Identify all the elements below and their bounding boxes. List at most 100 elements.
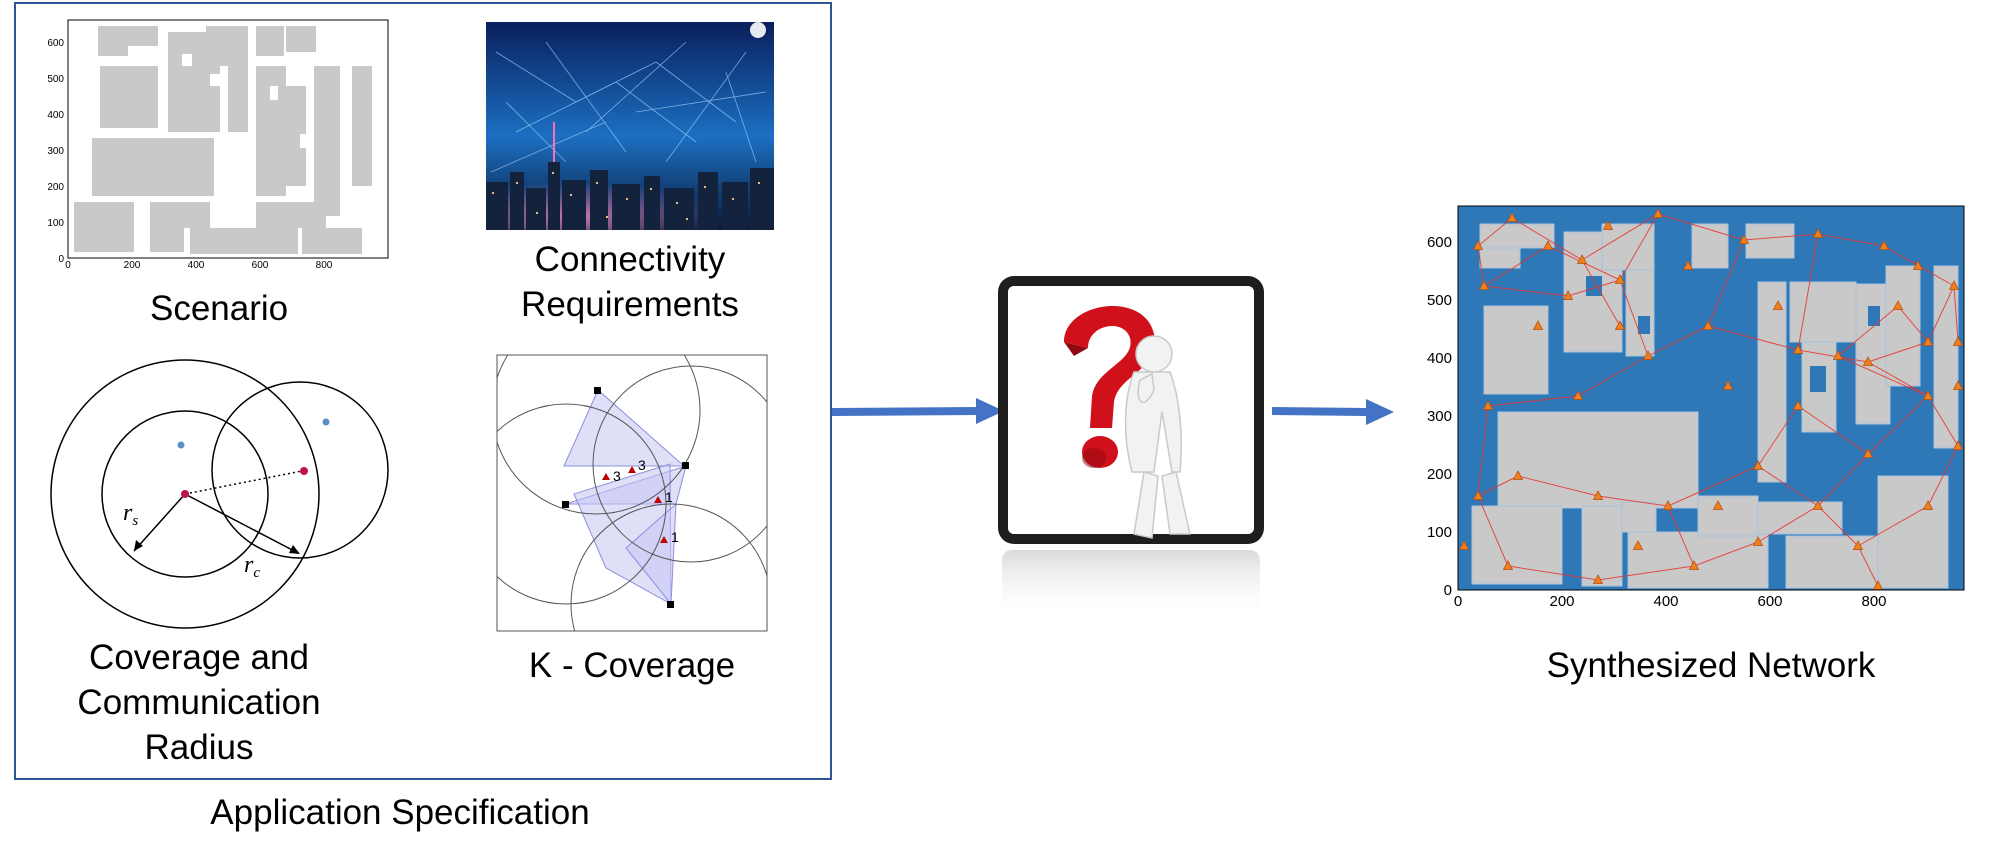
connectivity-caption-line1: Connectivity	[534, 240, 726, 279]
network-node	[1812, 500, 1824, 510]
network-node	[1592, 490, 1604, 500]
coverage-caption: Coverage and Communication Radius	[40, 636, 358, 770]
scenario-xtick-2: 400	[188, 260, 205, 268]
net-xtick-1: 200	[1549, 593, 1574, 606]
network-edges	[1477, 213, 1959, 587]
sensor-blue-dot	[322, 418, 330, 426]
network-node	[1614, 274, 1626, 284]
k-label-3b: 3	[638, 457, 646, 473]
network-node	[1472, 240, 1484, 250]
net-ytick-6: 600	[1427, 234, 1452, 251]
communication-circle	[50, 359, 320, 629]
scenario-ytick-5: 500	[47, 74, 64, 85]
coverage-caption-line1: Coverage and	[89, 638, 309, 677]
rc-label: rc	[244, 552, 260, 581]
net-ytick-1: 100	[1427, 524, 1452, 541]
net-xtick-4: 800	[1861, 593, 1886, 606]
arrow-to-network	[1271, 407, 1368, 416]
coverage-caption-line2: Communication	[77, 682, 321, 722]
net-ytick-3: 300	[1427, 408, 1452, 425]
connectivity-caption: Connectivity Requirements	[486, 238, 774, 328]
network-node	[1542, 240, 1554, 250]
network-node	[1862, 448, 1874, 458]
k-coverage-caption: K - Coverage	[528, 646, 736, 685]
scenario-xtick-0: 0	[65, 260, 71, 268]
flow-arrows	[832, 398, 1394, 425]
arrow-to-synth	[832, 407, 978, 416]
net-ytick-0: 0	[1444, 582, 1452, 599]
network-node	[1502, 560, 1514, 570]
k-coverage-diagram: 3 3 1 1	[496, 354, 768, 632]
network-node	[1792, 400, 1804, 410]
rc-arrow	[184, 493, 299, 554]
synthesized-network-plot: 0 200 400 600 800 0 100 200 300 400 500 …	[1427, 205, 1965, 606]
scenario-xtick-4: 800	[316, 260, 333, 268]
scenario-xtick-3: 600	[252, 260, 269, 268]
net-xtick-2: 400	[1653, 593, 1678, 606]
network-node	[1688, 560, 1700, 570]
network-node	[1722, 380, 1734, 390]
thinking-person-question-icon	[998, 276, 1264, 620]
coverage-caption-line3: Radius	[144, 727, 254, 767]
network-node	[1862, 356, 1874, 366]
sensor-red-dot	[300, 467, 308, 475]
network-node	[1952, 440, 1964, 450]
network-node	[1632, 540, 1644, 550]
network-node	[1472, 490, 1484, 500]
net-ytick-4: 400	[1427, 350, 1452, 367]
net-ytick-2: 200	[1427, 466, 1452, 483]
network-node	[1592, 574, 1604, 584]
network-node	[1948, 280, 1960, 290]
connectivity-caption-line2: Requirements	[521, 284, 739, 324]
network-frame	[1457, 205, 1965, 591]
scenario-ytick-3: 300	[47, 146, 64, 157]
network-node	[1912, 260, 1924, 270]
network-node	[1642, 350, 1654, 360]
network-node	[1478, 280, 1490, 290]
network-node	[1832, 350, 1844, 360]
network-holes	[1586, 276, 1880, 392]
network-node	[1712, 500, 1724, 510]
network-node	[1812, 228, 1824, 238]
network-node	[1702, 320, 1714, 330]
network-node	[1792, 344, 1804, 354]
scenario-ytick-2: 200	[47, 182, 64, 193]
scenario-ytick-1: 100	[47, 218, 64, 229]
network-node	[1614, 320, 1626, 330]
scenario-holes	[182, 54, 308, 148]
scenario-ytick-4: 400	[47, 110, 64, 121]
network-nodes	[1458, 208, 1964, 590]
neighbor-circle	[211, 381, 389, 559]
network-node	[1952, 336, 1964, 346]
scenario-caption: Scenario	[150, 289, 289, 328]
network-node	[1652, 208, 1664, 218]
network-node	[1752, 460, 1764, 470]
city-network-photo-icon	[486, 22, 774, 230]
network-node	[1532, 320, 1544, 330]
network-node	[1922, 500, 1934, 510]
network-node	[1602, 220, 1614, 230]
scenario-plot: 0 200 400 600 800 0 100 200 300 400 500 …	[47, 19, 389, 268]
synthesized-network-caption: Synthesized Network	[1546, 646, 1876, 685]
application-spec-caption: Application Specification	[210, 793, 590, 832]
k-label-1b: 1	[671, 529, 679, 545]
sensing-circle	[101, 410, 269, 578]
application-spec-box	[14, 2, 832, 780]
network-buildings	[1471, 223, 1959, 589]
network-node	[1922, 390, 1934, 400]
network-node	[1512, 470, 1524, 480]
net-ytick-5: 500	[1427, 292, 1452, 309]
scenario-buildings	[74, 26, 372, 254]
network-node	[1922, 336, 1934, 346]
network-node	[1682, 260, 1694, 270]
network-node	[1738, 234, 1750, 244]
network-node	[1752, 536, 1764, 546]
network-node	[1576, 254, 1588, 264]
rs-label: rs	[123, 500, 138, 529]
net-xtick-0: 0	[1454, 593, 1462, 606]
rs-arrow	[133, 493, 186, 552]
link-dotted-line	[184, 470, 303, 495]
net-xtick-3: 600	[1757, 593, 1782, 606]
sensor-red-dot	[181, 490, 189, 498]
k-label-3a: 3	[613, 468, 621, 484]
